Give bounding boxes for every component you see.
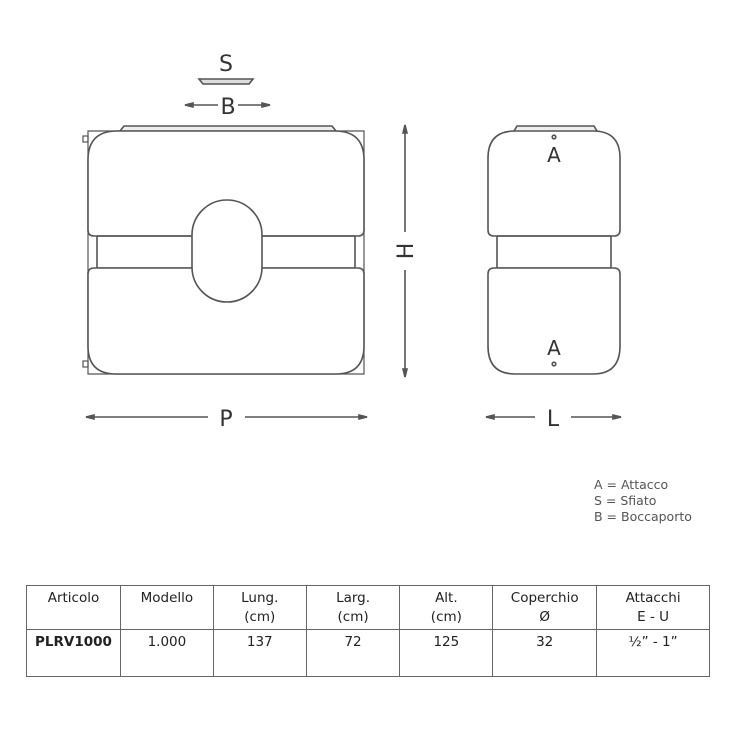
height-dimension	[401, 124, 409, 378]
header-articolo: Articolo	[26, 585, 121, 630]
front-view	[82, 125, 365, 375]
cell-lunghezza: 137	[212, 629, 307, 677]
legend-item-boccaporto: B = Boccaporto	[594, 509, 692, 524]
table-header-row: Articolo Modello Lung.(cm) Larg.(cm) Alt…	[26, 585, 710, 630]
header-modello: Modello	[119, 585, 214, 630]
cell-articolo: PLRV1000	[26, 629, 121, 677]
width-dimension	[485, 413, 622, 421]
depth-label: P	[219, 407, 232, 432]
spec-table: Articolo Modello Lung.(cm) Larg.(cm) Alt…	[26, 585, 710, 677]
header-altezza: Alt.(cm)	[399, 585, 494, 630]
table-row: PLRV1000 1.000 137 72 125 32 ½” - 1”	[26, 629, 710, 677]
manhole-label: B	[220, 95, 235, 120]
legend-item-sfiato: S = Sfiato	[594, 493, 657, 508]
attachment-bottom-label: A	[547, 336, 561, 360]
header-lunghezza: Lung.(cm)	[212, 585, 307, 630]
vent-label: S	[219, 52, 233, 77]
cell-larghezza: 72	[305, 629, 401, 677]
legend: A = Attacco S = Sfiato B = Boccaporto	[594, 477, 692, 525]
cell-altezza: 125	[399, 629, 494, 677]
depth-dimension	[85, 413, 368, 421]
header-larghezza: Larg.(cm)	[305, 585, 401, 630]
manhole-dimension	[184, 101, 271, 109]
attachment-top-label: A	[547, 143, 561, 167]
width-label: L	[547, 407, 560, 432]
side-view	[487, 125, 621, 375]
cell-coperchio: 32	[492, 629, 598, 677]
vent-symbol	[197, 78, 255, 85]
cell-attacchi: ½” - 1”	[596, 629, 710, 677]
legend-item-attacco: A = Attacco	[594, 477, 669, 492]
cell-modello: 1.000	[119, 629, 214, 677]
height-label: H	[394, 243, 419, 260]
